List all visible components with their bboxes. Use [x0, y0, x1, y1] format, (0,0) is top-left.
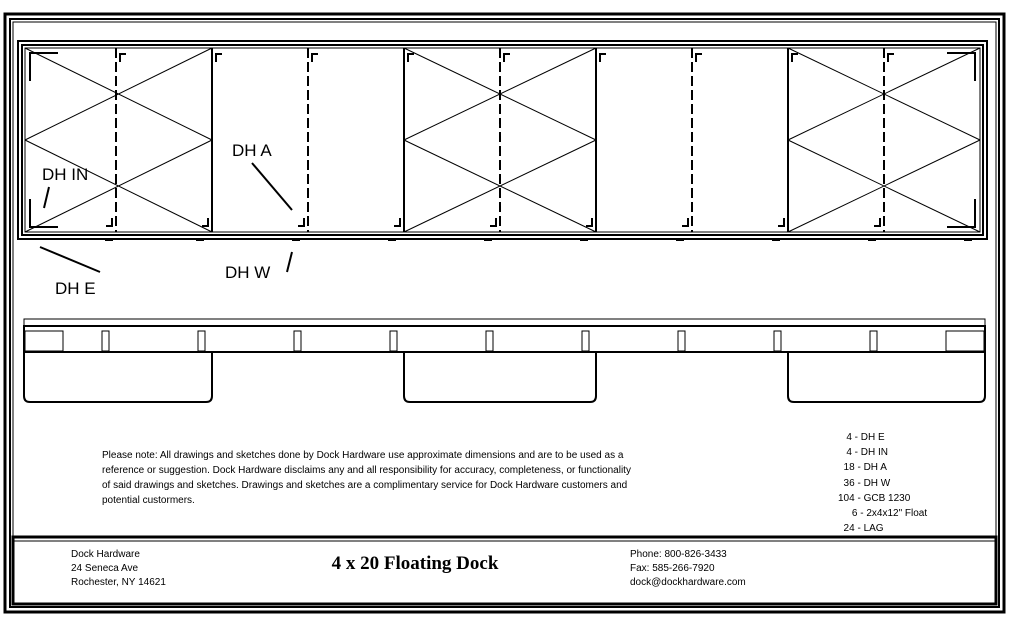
angle-bracket-dh-a — [407, 53, 414, 62]
corner-bracket-dh-in — [29, 199, 58, 228]
leader-dh-a — [251, 162, 293, 211]
label-dh-w: DH W — [225, 263, 270, 282]
dock-frame — [21, 44, 984, 236]
dock-side-view — [23, 318, 986, 403]
corner-bracket-dh-in — [29, 52, 58, 81]
end-plate — [24, 330, 64, 352]
side-bracket — [101, 330, 110, 352]
leader-dh-in — [43, 186, 50, 209]
angle-bracket-dh-a — [778, 218, 785, 227]
side-bracket — [389, 330, 398, 352]
side-bracket — [293, 330, 302, 352]
angle-bracket-dh-a — [874, 218, 881, 227]
angle-bracket-dh-a — [202, 218, 209, 227]
angle-bracket-dh-a — [215, 53, 222, 62]
bom-item: 6 - 2x4x12" Float — [838, 508, 928, 520]
side-bracket — [197, 330, 206, 352]
dock-inner-frame — [24, 47, 981, 233]
company-address: Dock Hardware 24 Seneca Ave Rochester, N… — [71, 548, 166, 590]
cross-brace — [403, 47, 597, 141]
side-bracket — [869, 330, 878, 352]
street: 24 Seneca Ave — [71, 563, 139, 574]
dock-outline — [17, 40, 988, 240]
label-dh-e: DH E — [55, 279, 96, 298]
fax: Fax: 585-266-7920 — [630, 563, 715, 574]
angle-bracket-dh-a — [298, 218, 305, 227]
angle-bracket-dh-a — [599, 53, 606, 62]
angle-bracket-dh-a — [887, 53, 894, 62]
contact-info: Phone: 800-826-3433 Fax: 585-266-7920 do… — [630, 548, 746, 590]
bom-item: 104 - GCB 1230 — [838, 492, 911, 504]
angle-bracket-dh-a — [503, 53, 510, 62]
angle-bracket-dh-a — [311, 53, 318, 62]
cross-brace — [24, 47, 213, 141]
angle-bracket-dh-a — [106, 218, 113, 227]
callout-labels: DH IN DH A DH E DH W — [39, 141, 293, 298]
float — [23, 352, 213, 403]
label-dh-in: DH IN — [42, 165, 88, 184]
dock-top-view — [17, 40, 988, 241]
cross-brace — [24, 139, 213, 233]
side-bracket — [773, 330, 782, 352]
side-bracket — [485, 330, 494, 352]
city: Rochester, NY 14621 — [71, 577, 166, 588]
bom-item: 18 - DH A — [838, 462, 887, 474]
bom-item: 24 - LAG — [838, 523, 884, 535]
drawing-title: 4 x 20 Floating Dock — [331, 553, 499, 574]
frame-side — [23, 325, 986, 353]
deck-board — [23, 318, 986, 327]
side-bracket — [677, 330, 686, 352]
angle-bracket-dh-a — [791, 53, 798, 62]
float — [787, 352, 986, 403]
float — [403, 352, 597, 403]
bom-item: 36 - DH W — [838, 477, 891, 489]
leader-dh-w — [286, 251, 293, 273]
side-bracket — [581, 330, 590, 352]
angle-bracket-dh-a — [394, 218, 401, 227]
disclaimer-note: Please note: All drawings and sketches d… — [102, 450, 631, 506]
angle-bracket-dh-a — [119, 53, 126, 62]
end-plate — [945, 330, 985, 352]
label-dh-a: DH A — [232, 141, 272, 160]
angle-bracket-dh-a — [490, 218, 497, 227]
email[interactable]: dock@dockhardware.com — [630, 577, 746, 588]
company-name: Dock Hardware — [71, 549, 140, 560]
bom-item: 4 - DH E — [838, 432, 885, 443]
sheet-border — [3, 12, 1006, 614]
cross-brace — [787, 139, 981, 233]
bill-of-materials: 4 - DH E 4 - DH IN 18 - DH A 36 - DH W 1… — [838, 430, 927, 536]
cross-brace — [787, 47, 981, 141]
bom-item: 4 - DH IN — [838, 447, 889, 459]
corner-bracket-dh-in — [947, 199, 976, 228]
phone: Phone: 800-826-3433 — [630, 549, 727, 560]
cross-brace — [403, 139, 597, 233]
angle-bracket-dh-a — [586, 218, 593, 227]
angle-bracket-dh-a — [695, 53, 702, 62]
corner-bracket-dh-in — [947, 52, 976, 81]
angle-bracket-dh-a — [682, 218, 689, 227]
leader-dh-e — [39, 246, 101, 273]
